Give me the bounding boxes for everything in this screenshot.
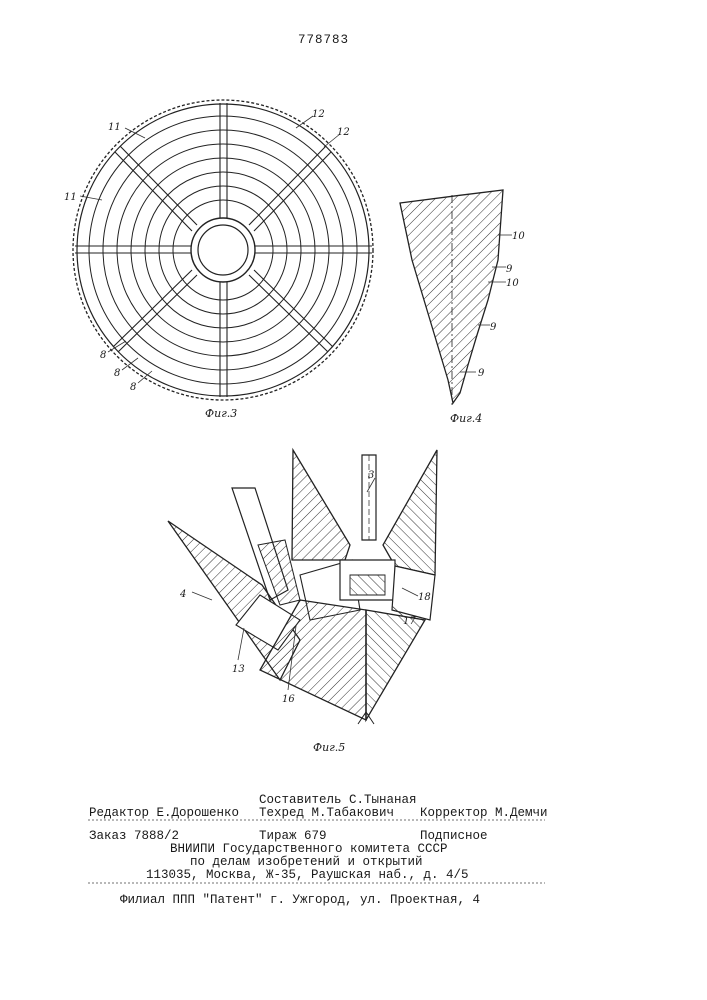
- fig4-label-9c: 9: [478, 368, 485, 379]
- fig4-label-9b: 9: [490, 322, 497, 333]
- fig5-label-18: 18: [418, 592, 431, 603]
- fig4-label-10b: 10: [506, 278, 519, 289]
- fig3-label-8c: 8: [130, 382, 136, 393]
- address: 113035, Москва, Ж-35, Раушская наб., д. …: [146, 868, 469, 882]
- fig5-label-16: 16: [282, 694, 295, 705]
- figure-4-tooth: 10 9 10 9 9: [400, 190, 525, 405]
- compiler: Составитель С.Тынаная: [259, 793, 417, 807]
- branch-line: Филиал ППП "Патент" г. Ужгород, ул. Прое…: [120, 893, 480, 907]
- org-line-2: по делам изобретений и открытий: [190, 855, 423, 869]
- fig4-label-9a: 9: [506, 264, 513, 275]
- fig3-label-12b: 12: [337, 127, 350, 138]
- subscription: Подписное: [420, 829, 488, 843]
- fig3-caption: Фиг.3: [205, 407, 237, 420]
- fig4-caption: Фиг.4: [450, 412, 482, 425]
- org-line-1: ВНИИПИ Государственного комитета СССР: [170, 842, 448, 856]
- fig4-label-10a: 10: [512, 231, 525, 242]
- fig5-label-4: 4: [179, 589, 186, 600]
- figure-3-disc: 11 12 12 11 8 8 8: [64, 100, 373, 400]
- fig5-label-17: 17: [403, 616, 416, 627]
- techred: Техред М.Табакович: [259, 806, 394, 820]
- corrector: Корректор М.Демчи: [420, 806, 548, 820]
- fig3-label-11b: 11: [64, 192, 77, 203]
- fig3-label-8b: 8: [114, 368, 120, 379]
- fig3-label-12a: 12: [312, 109, 325, 120]
- fig5-caption: Фиг.5: [313, 741, 345, 754]
- fig3-label-8a: 8: [100, 350, 106, 361]
- order-number: Заказ 7888/2: [89, 829, 179, 843]
- fig5-label-13: 13: [232, 664, 245, 675]
- editor: Редактор Е.Дорошенко: [89, 806, 239, 820]
- figure-5-assembly: 3 4 18 17 13 16: [168, 450, 437, 724]
- fig3-label-11a: 11: [108, 122, 121, 133]
- circulation: Тираж 679: [259, 829, 327, 843]
- fig5-label-3: 3: [368, 470, 374, 481]
